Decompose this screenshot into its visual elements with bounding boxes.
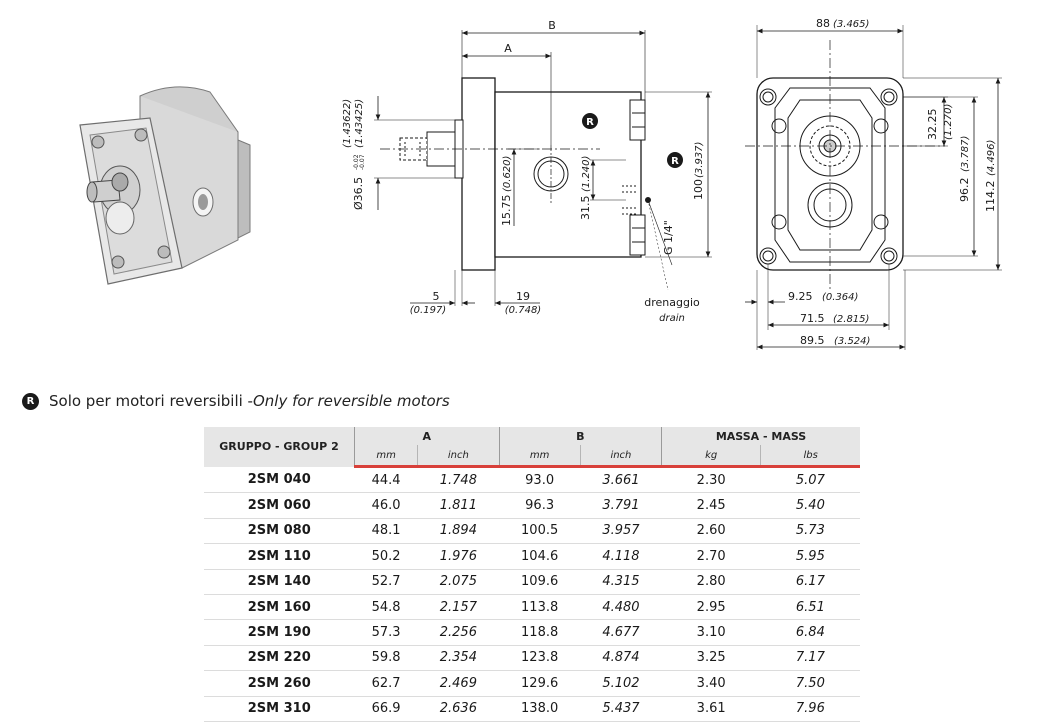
group-header: GRUPPO - GROUP 2 xyxy=(204,427,355,467)
flange-height-dim: 114.2 (4.496) xyxy=(984,140,997,212)
port-height-dim: 15.75 (0.620) xyxy=(500,156,513,226)
front-view-drawing xyxy=(745,25,1002,350)
technical-drawing: R R B A Ø36.5 -0.02 -0.07 (1.43622) (1.4… xyxy=(79,17,1002,350)
svg-text:R: R xyxy=(671,156,679,167)
unit-header: kg xyxy=(661,445,761,468)
svg-text:(3.937): (3.937) xyxy=(694,142,705,178)
svg-text:(1.270): (1.270) xyxy=(943,104,954,140)
drain-height-dim: 31.5 (1.240) xyxy=(579,156,592,220)
half-height-dim: 32.25 xyxy=(926,109,939,141)
unit-header: mm xyxy=(498,445,581,468)
unit-header: lbs xyxy=(760,445,860,468)
hole-offset-dim: 9.25 xyxy=(788,290,813,303)
reversible-badge: R xyxy=(22,392,39,410)
svg-text:(0.620): (0.620) xyxy=(502,156,513,192)
dimensions-table: GRUPPO - GROUP 2 A B MASSA - MASS mm inc… xyxy=(204,427,860,722)
svg-text:-0.02: -0.02 xyxy=(353,154,360,170)
svg-text:Ø36.5: Ø36.5 xyxy=(352,177,365,210)
width-dim: 88 xyxy=(816,17,830,30)
svg-text:(3.524): (3.524) xyxy=(834,336,870,347)
svg-text:32.25: 32.25 xyxy=(926,109,939,141)
svg-text:(3.465): (3.465) xyxy=(833,19,869,30)
svg-text:114.2: 114.2 xyxy=(984,181,997,213)
drain-label: drenaggio xyxy=(644,296,700,309)
svg-text:(0.197): (0.197) xyxy=(410,305,446,316)
col-b-header: B xyxy=(498,427,662,445)
col-a-header: A xyxy=(354,427,499,445)
flange-thickness-dim: 5 xyxy=(433,290,440,303)
dim-b-label: B xyxy=(548,19,556,32)
total-width-dim: 89.5 xyxy=(800,334,825,347)
svg-text:96.2: 96.2 xyxy=(958,178,971,203)
svg-text:(3.787): (3.787) xyxy=(960,136,971,172)
svg-text:(0.364): (0.364) xyxy=(822,292,858,303)
dim-a-label: A xyxy=(504,42,512,55)
hole-spacing-h-dim: 71.5 xyxy=(800,312,825,325)
reversible-marker-upper: R xyxy=(582,113,598,129)
svg-text:R: R xyxy=(586,117,594,128)
svg-text:100: 100 xyxy=(692,179,705,200)
svg-text:(1.43622): (1.43622) xyxy=(342,99,353,148)
unit-header: mm xyxy=(353,445,418,468)
shaft-diameter-dim: Ø36.5 -0.02 -0.07 (1.43622) (1.43425) xyxy=(342,99,366,210)
body-height-dim: 100 (3.937) xyxy=(692,142,705,200)
unit-header: inch xyxy=(579,445,662,468)
note-text-it: Solo per motori reversibili - xyxy=(49,392,253,410)
svg-text:(2.815): (2.815) xyxy=(833,314,869,325)
motor-3d-illustration xyxy=(79,86,251,285)
reversible-marker-lower: R xyxy=(667,152,683,168)
svg-text:drain: drain xyxy=(659,313,685,324)
drain-thread-dim: G 1/4" xyxy=(662,220,675,255)
offset-dim: 19 xyxy=(516,290,530,303)
svg-text:(0.748): (0.748) xyxy=(505,305,541,316)
unit-header: inch xyxy=(417,445,499,468)
svg-text:-0.07: -0.07 xyxy=(359,154,366,170)
svg-text:15.75: 15.75 xyxy=(500,195,513,227)
reversible-note: R Solo per motori reversibili - Only for… xyxy=(22,390,450,412)
svg-text:(4.496): (4.496) xyxy=(986,140,997,176)
svg-text:31.5: 31.5 xyxy=(579,196,592,221)
note-text-en: Only for reversible motors xyxy=(252,392,450,410)
col-mass-header: MASSA - MASS xyxy=(661,427,860,445)
svg-text:(1.43425): (1.43425) xyxy=(354,99,365,148)
side-view-drawing xyxy=(374,30,712,306)
svg-text:G 1/4": G 1/4" xyxy=(662,220,675,255)
hole-spacing-v-dim: 96.2 (3.787) xyxy=(958,136,971,202)
svg-text:(1.240): (1.240) xyxy=(581,156,592,192)
